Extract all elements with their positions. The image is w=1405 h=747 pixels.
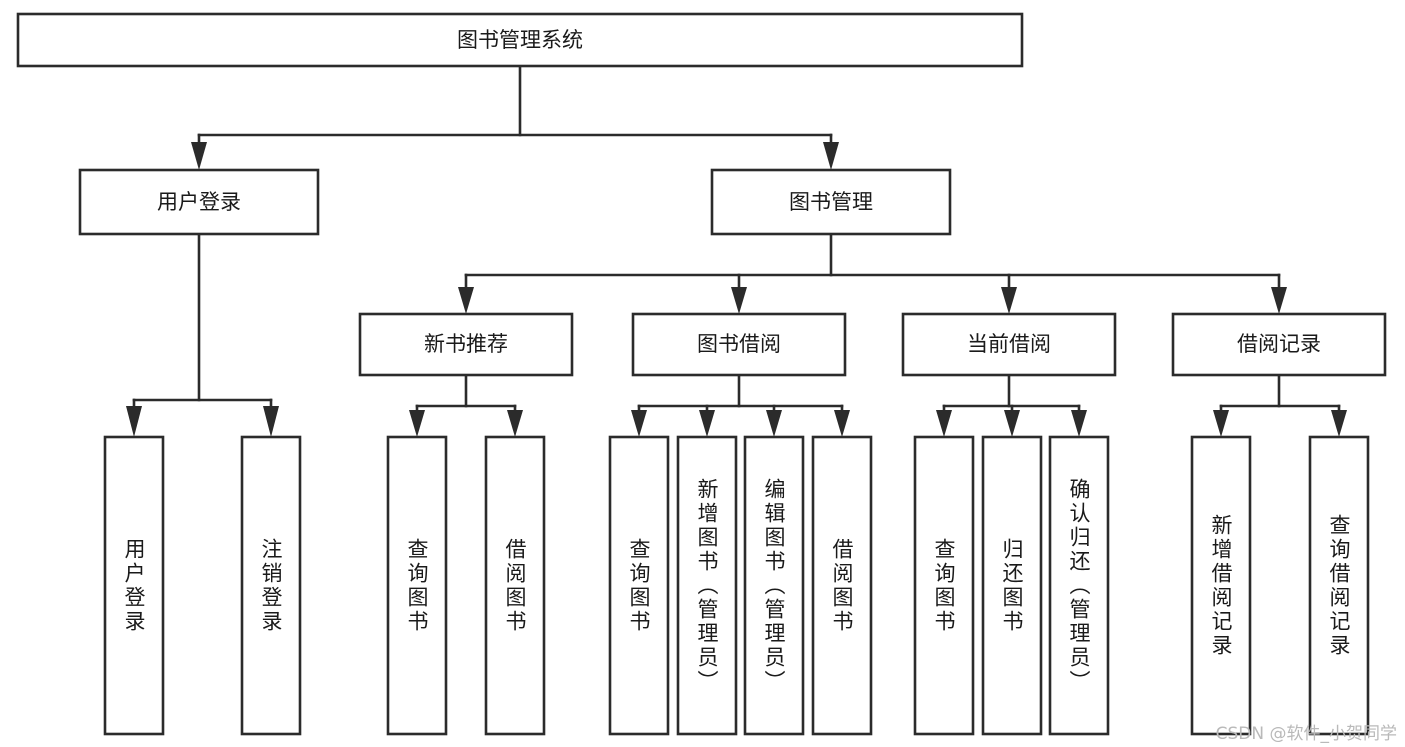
node-root[interactable]: 图书管理系统: [16, 12, 1024, 68]
leaf-record-add-box[interactable]: [1190, 435, 1252, 736]
leaf-rec-borrow-book-label: 借阅图书: [503, 538, 527, 634]
leaf-current-confirm-return-label: 确认归还（管理员）: [1067, 478, 1091, 694]
leaf-current-query-book-box[interactable]: [913, 435, 975, 736]
leaf-current-query-book-label: 查询图书: [932, 538, 956, 634]
leaf-node-user-logout[interactable]: 注销登录: [240, 435, 302, 736]
leaf-current-return-book-label: 归还图书: [1000, 538, 1024, 634]
arrow-head-leaf-borrow-edit-book: [766, 410, 782, 437]
leaf-node-current-return-book[interactable]: 归还图书: [981, 435, 1043, 736]
arrow-head-new-book-rec: [458, 287, 474, 314]
node-current-borrow[interactable]: 当前借阅: [901, 312, 1117, 377]
leaf-borrow-edit-book-box[interactable]: [743, 435, 805, 736]
edge-group-new-book-rec: [409, 373, 523, 437]
leaf-user-login-box[interactable]: [103, 435, 165, 736]
arrow-head-leaf-borrow-add-book: [699, 410, 715, 437]
edge-group-borrow-record: [1213, 373, 1347, 437]
node-new-book-rec-box[interactable]: [358, 312, 574, 377]
node-new-book-rec-label: 新书推荐: [424, 332, 508, 356]
leaf-borrow-add-book-box[interactable]: [676, 435, 738, 736]
arrow-head-current-borrow: [1001, 287, 1017, 314]
leaf-borrow-lend-book-box[interactable]: [811, 435, 873, 736]
edge-group-current-borrow: [936, 373, 1087, 437]
leaf-node-user-login[interactable]: 用户登录: [103, 435, 165, 736]
leaf-borrow-edit-book-label: 编辑图书（管理员）: [762, 478, 786, 694]
node-current-borrow-label: 当前借阅: [967, 332, 1051, 356]
edge-group-root: [191, 64, 839, 170]
leaf-user-logout-box[interactable]: [240, 435, 302, 736]
node-new-book-rec[interactable]: 新书推荐: [358, 312, 574, 377]
leaf-user-logout-label: 注销登录: [259, 538, 283, 634]
leaf-current-confirm-return-box[interactable]: [1048, 435, 1110, 736]
leaf-borrow-query-book-box[interactable]: [608, 435, 670, 736]
leaf-node-current-confirm-return[interactable]: 确认归还（管理员）: [1048, 435, 1110, 736]
leaf-current-return-book-box[interactable]: [981, 435, 1043, 736]
leaf-node-borrow-add-book[interactable]: 新增图书（管理员）: [676, 435, 738, 736]
arrow-head-leaf-current-confirm-return: [1071, 410, 1087, 437]
node-borrow-record[interactable]: 借阅记录: [1171, 312, 1387, 377]
node-current-borrow-box[interactable]: [901, 312, 1117, 377]
leaf-rec-query-book-label: 查询图书: [405, 538, 429, 634]
leaf-node-borrow-query-book[interactable]: 查询图书: [608, 435, 670, 736]
leaf-record-add-label: 新增借阅记录: [1209, 514, 1233, 658]
node-user-login[interactable]: 用户登录: [78, 168, 320, 236]
leaf-node-rec-borrow-book[interactable]: 借阅图书: [484, 435, 546, 736]
leaf-borrow-add-book-label: 新增图书（管理员）: [695, 478, 719, 694]
arrow-head-leaf-borrow-query-book: [631, 410, 647, 437]
arrow-head-user-login: [191, 142, 207, 170]
arrow-head-leaf-rec-borrow-book: [507, 410, 523, 437]
node-user-login-label: 用户登录: [157, 190, 241, 214]
node-root-box[interactable]: [16, 12, 1024, 68]
node-book-borrow[interactable]: 图书借阅: [631, 312, 847, 377]
edge-group-book-borrow: [631, 373, 850, 437]
leaf-node-record-query[interactable]: 查询借阅记录: [1308, 435, 1370, 736]
leaf-borrow-lend-book-label: 借阅图书: [830, 538, 854, 634]
arrow-head-leaf-current-return-book: [1004, 410, 1020, 437]
arrow-head-leaf-record-add: [1213, 410, 1229, 437]
arrow-head-leaf-record-query: [1331, 410, 1347, 437]
node-root-label: 图书管理系统: [457, 28, 583, 52]
node-book-manage-box[interactable]: [710, 168, 952, 236]
leaf-rec-query-book-box[interactable]: [386, 435, 448, 736]
leaf-rec-borrow-book-box[interactable]: [484, 435, 546, 736]
arrow-head-borrow-record: [1271, 287, 1287, 314]
arrow-head-leaf-user-logout: [263, 406, 279, 437]
arrow-head-book-borrow: [731, 287, 747, 314]
node-borrow-record-box[interactable]: [1171, 312, 1387, 377]
leaf-node-borrow-lend-book[interactable]: 借阅图书: [811, 435, 873, 736]
leaf-node-rec-query-book[interactable]: 查询图书: [386, 435, 448, 736]
leaf-borrow-query-book-label: 查询图书: [627, 538, 651, 634]
edge-group-book-manage: [458, 232, 1287, 314]
leaf-record-query-label: 查询借阅记录: [1327, 514, 1351, 658]
arrow-head-leaf-current-query-book: [936, 410, 952, 437]
edge-group-user-login: [126, 232, 279, 437]
leaf-node-record-add[interactable]: 新增借阅记录: [1190, 435, 1252, 736]
arrow-head-leaf-user-login: [126, 406, 142, 437]
leaf-node-current-query-book[interactable]: 查询图书: [913, 435, 975, 736]
node-book-manage-label: 图书管理: [789, 190, 873, 214]
arrow-head-leaf-borrow-lend-book: [834, 410, 850, 437]
leaf-user-login-label: 用户登录: [122, 538, 146, 634]
leaf-node-borrow-edit-book[interactable]: 编辑图书（管理员）: [743, 435, 805, 736]
node-book-manage[interactable]: 图书管理: [710, 168, 952, 236]
arrow-head-leaf-rec-query-book: [409, 410, 425, 437]
arrow-head-book-manage: [823, 142, 839, 170]
node-book-borrow-label: 图书借阅: [697, 332, 781, 356]
node-book-borrow-box[interactable]: [631, 312, 847, 377]
leaf-record-query-box[interactable]: [1308, 435, 1370, 736]
node-user-login-box[interactable]: [78, 168, 320, 236]
node-borrow-record-label: 借阅记录: [1237, 332, 1321, 356]
